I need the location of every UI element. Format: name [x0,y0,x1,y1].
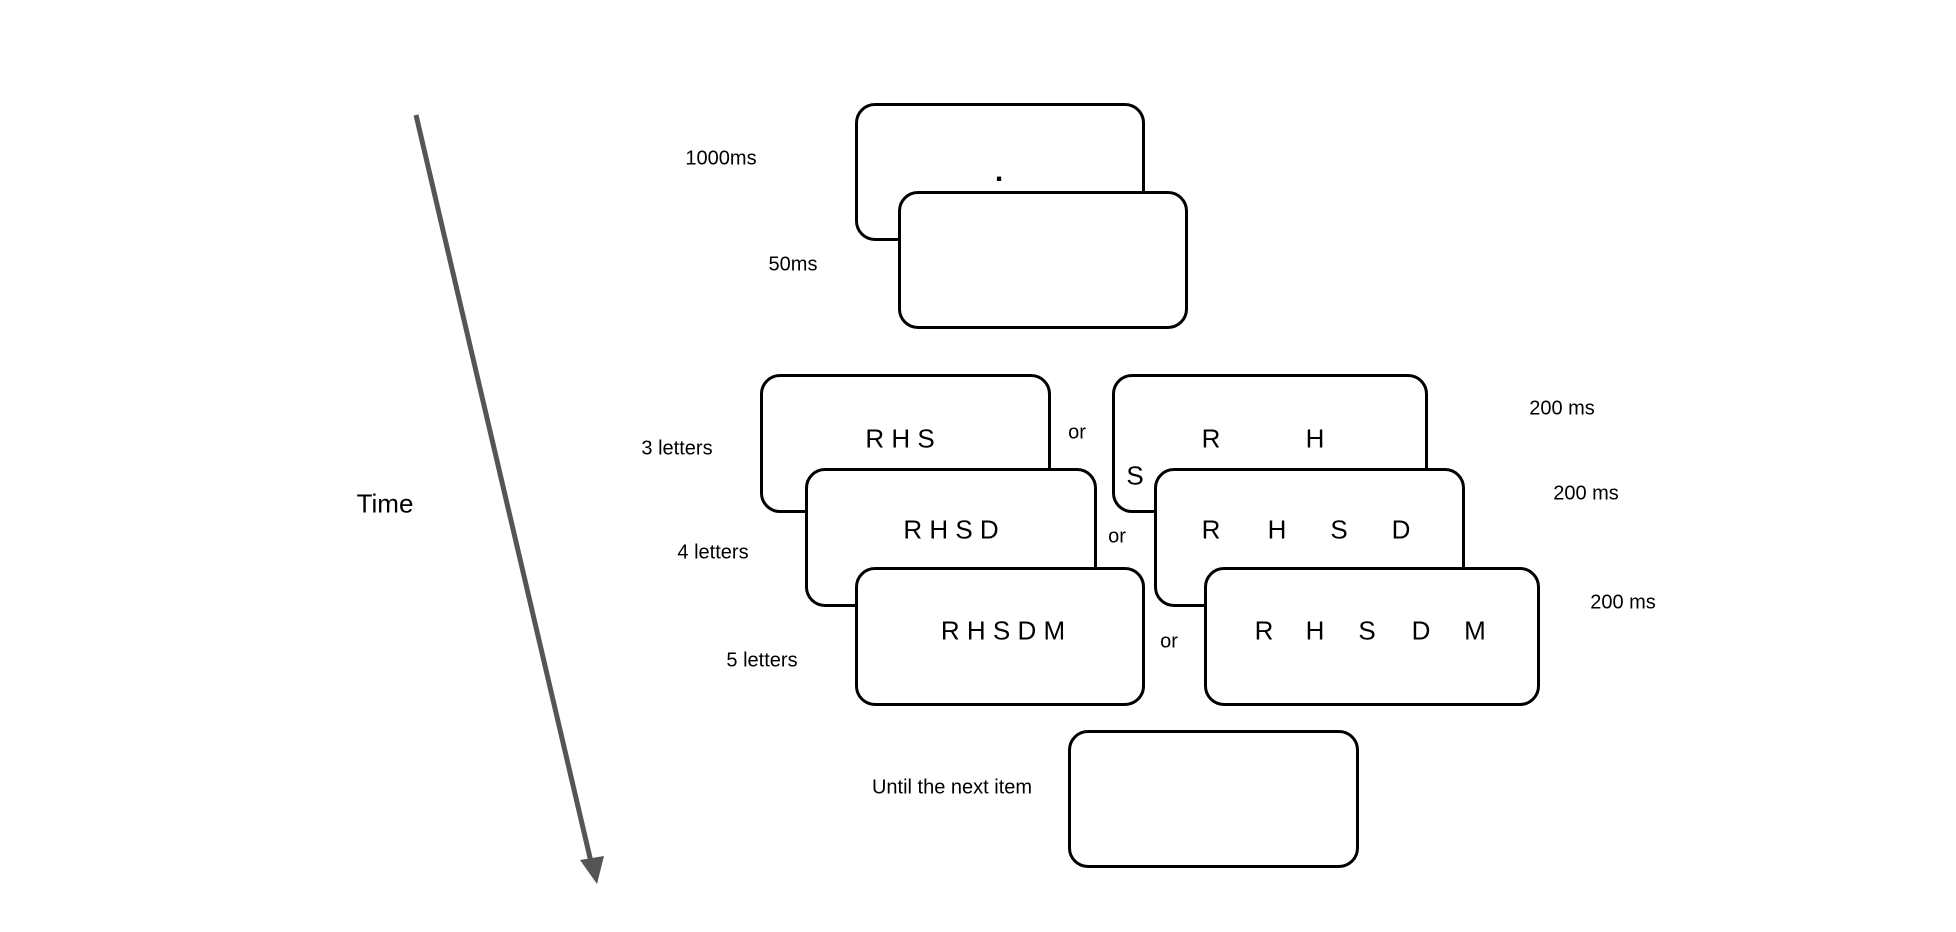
letter: H [1267,514,1287,545]
letter: R [1201,423,1221,454]
condition-label: 4 letters [677,541,749,564]
letters-5-narrow: R H S D M [940,615,1066,646]
condition-duration: 200 ms [1590,591,1656,614]
letter: S [1330,514,1348,545]
letter: H [1305,423,1325,454]
or-label: or [1108,525,1126,548]
letter: R [1254,615,1274,646]
letter: R [1201,514,1221,545]
fixation-dot: . [994,155,1004,188]
arrow-head-icon [580,856,604,884]
or-label: or [1160,630,1178,653]
final-blank-screen [1068,730,1359,868]
letter: H [1305,615,1325,646]
letter: S [1126,460,1144,491]
condition-label: 3 letters [641,437,713,460]
condition-label: 5 letters [726,649,798,672]
screen-5-wide [1204,567,1540,706]
letter: D [1411,615,1431,646]
fixation-duration: 1000ms [685,147,757,170]
condition-duration: 200 ms [1529,397,1595,420]
or-label: or [1068,421,1086,444]
blank-screen [898,191,1188,329]
final-label: Until the next item [871,776,1033,799]
letter: M [1464,615,1486,646]
letter: D [1391,514,1411,545]
letter: S [1358,615,1376,646]
time-arrow-line [413,114,594,863]
screen-5-narrow [855,567,1145,706]
letters-4-narrow: R H S D [903,514,999,545]
blank-duration: 50ms [768,253,818,276]
time-label: Time [356,488,414,519]
condition-duration: 200 ms [1553,482,1619,505]
letters-3-narrow: R H S [865,423,935,454]
